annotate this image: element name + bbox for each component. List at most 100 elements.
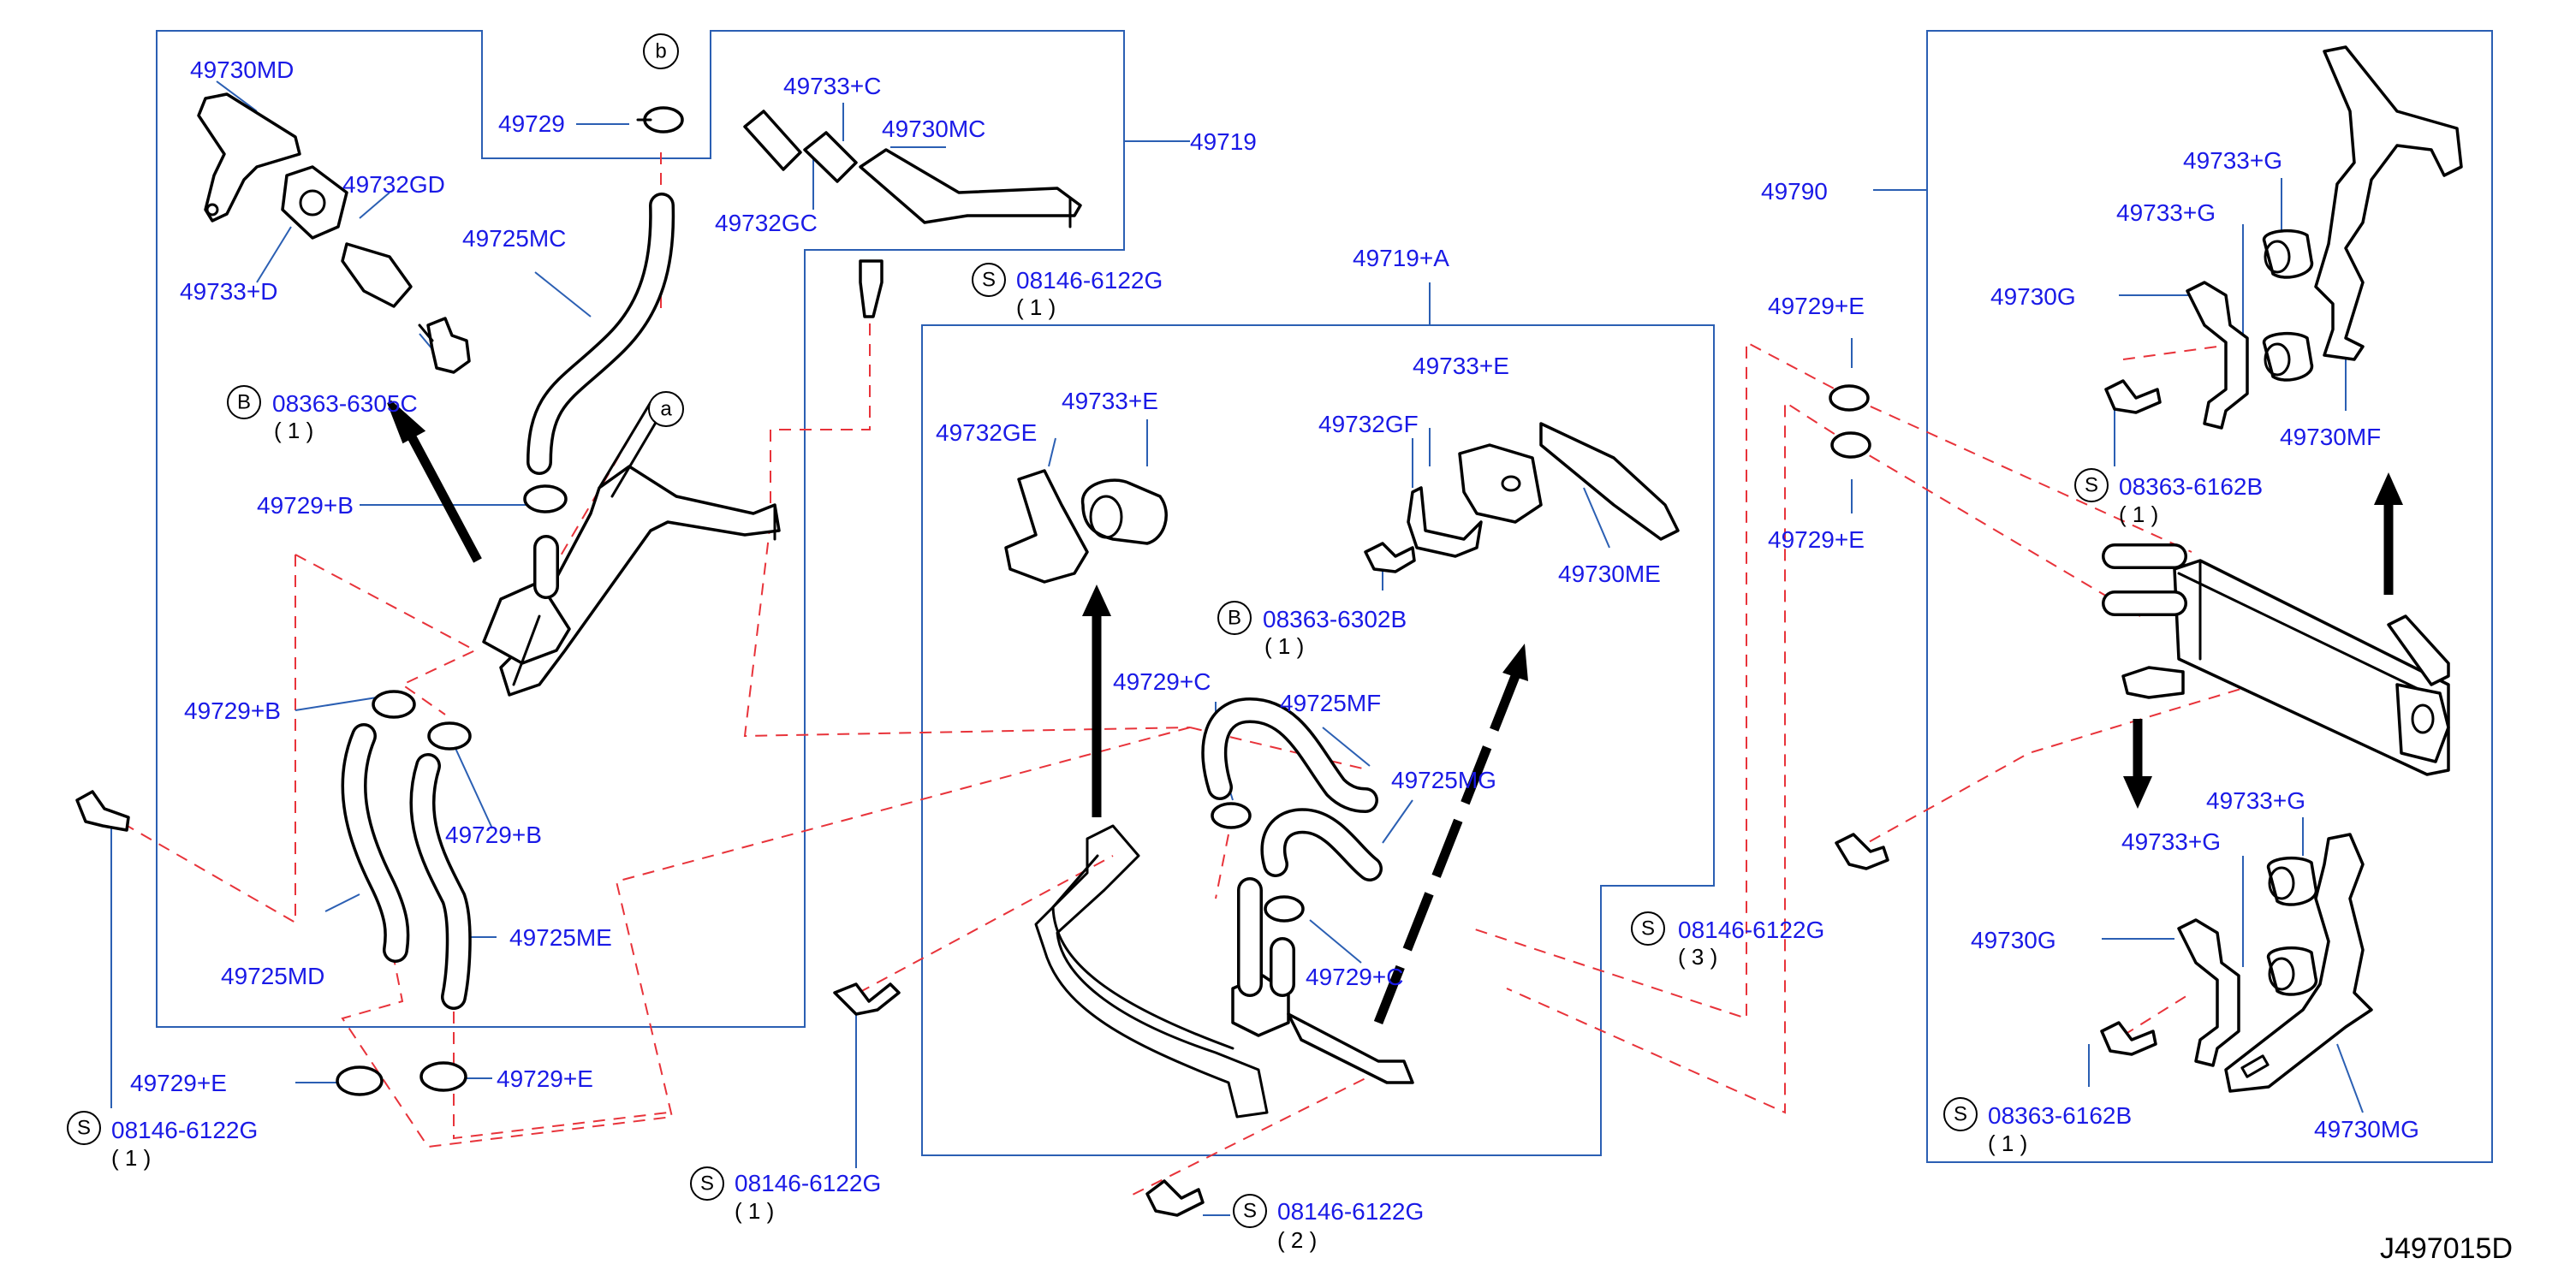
- qty-08363-6162B-1: ( 1 ): [2119, 501, 2158, 527]
- label-49729B-2: 49729+B: [184, 697, 281, 724]
- label-49725MF: 49725MF: [1280, 690, 1381, 716]
- part-49729C-clamps: [1211, 802, 1305, 923]
- part-49730G-clamp-lower: [2177, 918, 2240, 1067]
- label-49730MG: 49730MG: [2314, 1116, 2419, 1142]
- callout-S-1: S: [982, 269, 996, 292]
- label-49732GD: 49732GD: [342, 171, 445, 198]
- label-49725MC: 49725MC: [462, 225, 566, 252]
- part-49730MF-bracket: [2314, 45, 2463, 361]
- part-49729B-clamps-lower: [372, 690, 472, 751]
- label-49729B-1: 49729+B: [257, 492, 354, 519]
- label-08146-2: 08146-6122G: [1016, 267, 1163, 294]
- label-49730MC: 49730MC: [882, 116, 985, 142]
- part-49730G-clamp-upper: [2186, 281, 2249, 430]
- qty-08363-6305C: ( 1 ): [274, 418, 313, 443]
- part-49732GF-49733E-49730ME: [1407, 422, 1680, 558]
- label-49725MD: 49725MD: [221, 963, 324, 989]
- label-49732GC: 49732GC: [715, 210, 818, 236]
- direction-arrows: [387, 400, 2403, 1025]
- label-49729E-1: 49729+E: [130, 1070, 227, 1096]
- part-pipe-assembly-49719A: [1034, 824, 1414, 1119]
- callout-B-1: B: [237, 391, 251, 414]
- qty-08146-1: ( 1 ): [111, 1145, 151, 1171]
- label-08146-4: 08146-6122G: [1277, 1198, 1424, 1225]
- label-49732GF: 49732GF: [1318, 411, 1419, 437]
- part-49729E-clamps: [336, 1061, 467, 1096]
- part-49729-clamp: [636, 106, 684, 134]
- label-08363-6162B-2: 08363-6162B: [1988, 1102, 2132, 1129]
- label-08146-1: 08146-6122G: [111, 1117, 258, 1143]
- label-49730G-1: 49730G: [1990, 283, 2076, 310]
- part-bolt-08363-6305C: [418, 317, 471, 374]
- label-49733G-3: 49733+G: [2206, 787, 2305, 814]
- label-49733E-1: 49733+E: [1062, 388, 1158, 414]
- label-49729B-3: 49729+B: [445, 822, 542, 848]
- label-49729: 49729: [498, 110, 565, 137]
- label-49719A: 49719+A: [1353, 245, 1449, 271]
- qty-08146-5: ( 3 ): [1678, 944, 1717, 970]
- part-49725MF-MG-hoses: [1201, 697, 1383, 881]
- callout-S-7: S: [1954, 1103, 1967, 1126]
- callout-a: a: [660, 398, 672, 421]
- qty-08146-2: ( 1 ): [1016, 294, 1056, 320]
- label-49790: 49790: [1761, 178, 1828, 205]
- callout-S-6: S: [2085, 474, 2098, 497]
- label-49730MD: 49730MD: [190, 56, 294, 83]
- label-49730MF: 49730MF: [2280, 424, 2381, 450]
- part-49729E-clamps-right: [1829, 384, 1871, 459]
- part-pipe-assembly-49719: [482, 401, 781, 697]
- label-49730ME: 49730ME: [1558, 561, 1661, 587]
- qty-08363-6162B-2: ( 1 ): [1988, 1131, 2027, 1156]
- qty-08146-3: ( 1 ): [735, 1198, 774, 1224]
- part-49733G-bushings-lower: [2267, 856, 2318, 996]
- label-49729C-2: 49729+C: [1306, 964, 1403, 990]
- label-49733D: 49733+D: [180, 278, 277, 305]
- label-08363-6305C: 08363-6305C: [272, 390, 418, 417]
- part-labels: 49730MD 49729 49733+C 49730MC 49719 4973…: [111, 56, 2419, 1253]
- part-49729B-clamp-upper: [523, 484, 568, 513]
- leader-lines: [110, 80, 2364, 1216]
- part-bolt-08363-6162B-lower: [2100, 1021, 2157, 1056]
- part-49730MG-bracket: [2224, 833, 2373, 1093]
- label-49733G-4: 49733+G: [2121, 828, 2221, 855]
- label-49729C-1: 49729+C: [1113, 668, 1211, 695]
- part-bolt-08363-6162B-upper: [2104, 379, 2162, 414]
- label-49725MG: 49725MG: [1391, 767, 1496, 793]
- part-49732GC-49733C-49730MC: [743, 110, 1082, 228]
- assembly-lines: [119, 152, 2372, 1199]
- label-49733C: 49733+C: [783, 73, 881, 99]
- callout-S-3: S: [700, 1172, 714, 1196]
- part-49790-oil-cooler: [2102, 543, 2450, 776]
- frame-49719A: [921, 324, 1715, 1156]
- label-49719: 49719: [1190, 128, 1257, 155]
- callout-S-2: S: [77, 1117, 91, 1140]
- label-08146-3: 08146-6122G: [735, 1170, 881, 1196]
- part-bolt-08363-6302B: [1364, 542, 1416, 573]
- qty-08363-6302B: ( 1 ): [1264, 633, 1304, 659]
- part-49730MD-bracket: [197, 92, 301, 223]
- label-08363-6162B-1: 08363-6162B: [2119, 473, 2263, 500]
- part-49732GE-49733E: [1004, 469, 1168, 584]
- label-49725ME: 49725ME: [509, 924, 612, 951]
- frame-49719: [156, 30, 1125, 1028]
- part-49725MD-ME-hoses: [341, 723, 472, 1010]
- label-49730G-2: 49730G: [1971, 927, 2056, 953]
- callout-B-2: B: [1228, 607, 1241, 630]
- label-49733E-2: 49733+E: [1413, 353, 1509, 379]
- callout-circles: b a B B S S S S S S S: [67, 33, 2109, 1228]
- label-49729E-4: 49729+E: [1768, 526, 1865, 553]
- callout-S-5: S: [1641, 917, 1655, 941]
- label-49732GE: 49732GE: [936, 419, 1037, 446]
- part-49732GD-clamp: [281, 165, 413, 308]
- callout-b: b: [655, 40, 666, 63]
- part-49733G-bushings-upper: [2263, 228, 2314, 382]
- label-08146-5: 08146-6122G: [1678, 917, 1824, 943]
- diagram-code: J497015D: [2380, 1232, 2513, 1265]
- qty-08146-4: ( 2 ): [1277, 1227, 1317, 1253]
- callout-S-4: S: [1243, 1200, 1257, 1223]
- label-49729E-2: 49729+E: [497, 1065, 593, 1092]
- part-49725MC-hose: [527, 193, 675, 475]
- frame-49790: [1926, 30, 2493, 1163]
- label-08363-6302B: 08363-6302B: [1263, 606, 1407, 632]
